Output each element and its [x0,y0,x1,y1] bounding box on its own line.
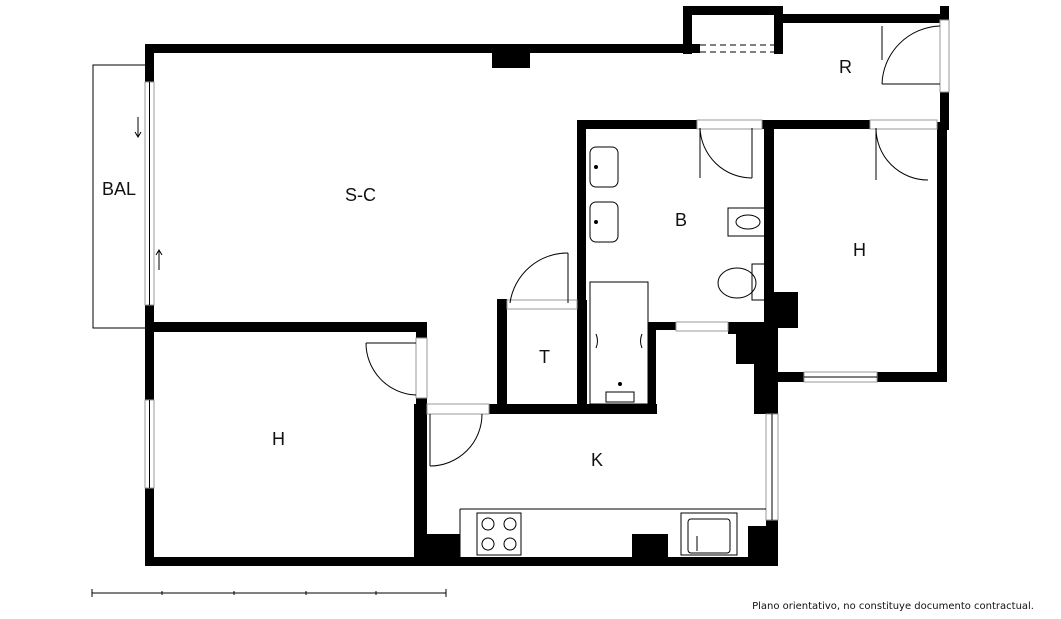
scale-bar [91,589,447,597]
room-label-bedroom-right: H [853,240,866,260]
room-label-toilet: T [539,347,550,367]
kitchen-fixtures [459,508,766,557]
balcony-outline [92,64,145,329]
room-label-balcony: BAL [102,179,136,199]
bidet-icon [727,207,764,237]
room-label-kitchen: K [591,450,603,470]
column-top [492,44,530,68]
kitchen-sink-icon [680,512,738,556]
shower-tray-icon [589,281,649,405]
room-label-bathroom: B [675,210,687,230]
walls [145,6,949,566]
sink-icon [589,201,619,243]
windows [144,19,950,521]
bathroom-fixtures [589,146,764,405]
stove-icon [476,512,522,556]
doors [365,25,941,467]
slide-arrows [134,117,163,270]
disclaimer-note: Plano orientativo, no constituye documen… [752,601,1034,612]
room-label-storage: R [839,57,852,77]
toilet-icon [751,263,764,301]
room-label-living-dining: S-C [345,185,376,205]
sink-icon [589,146,619,188]
room-label-bedroom-left: H [272,429,285,449]
